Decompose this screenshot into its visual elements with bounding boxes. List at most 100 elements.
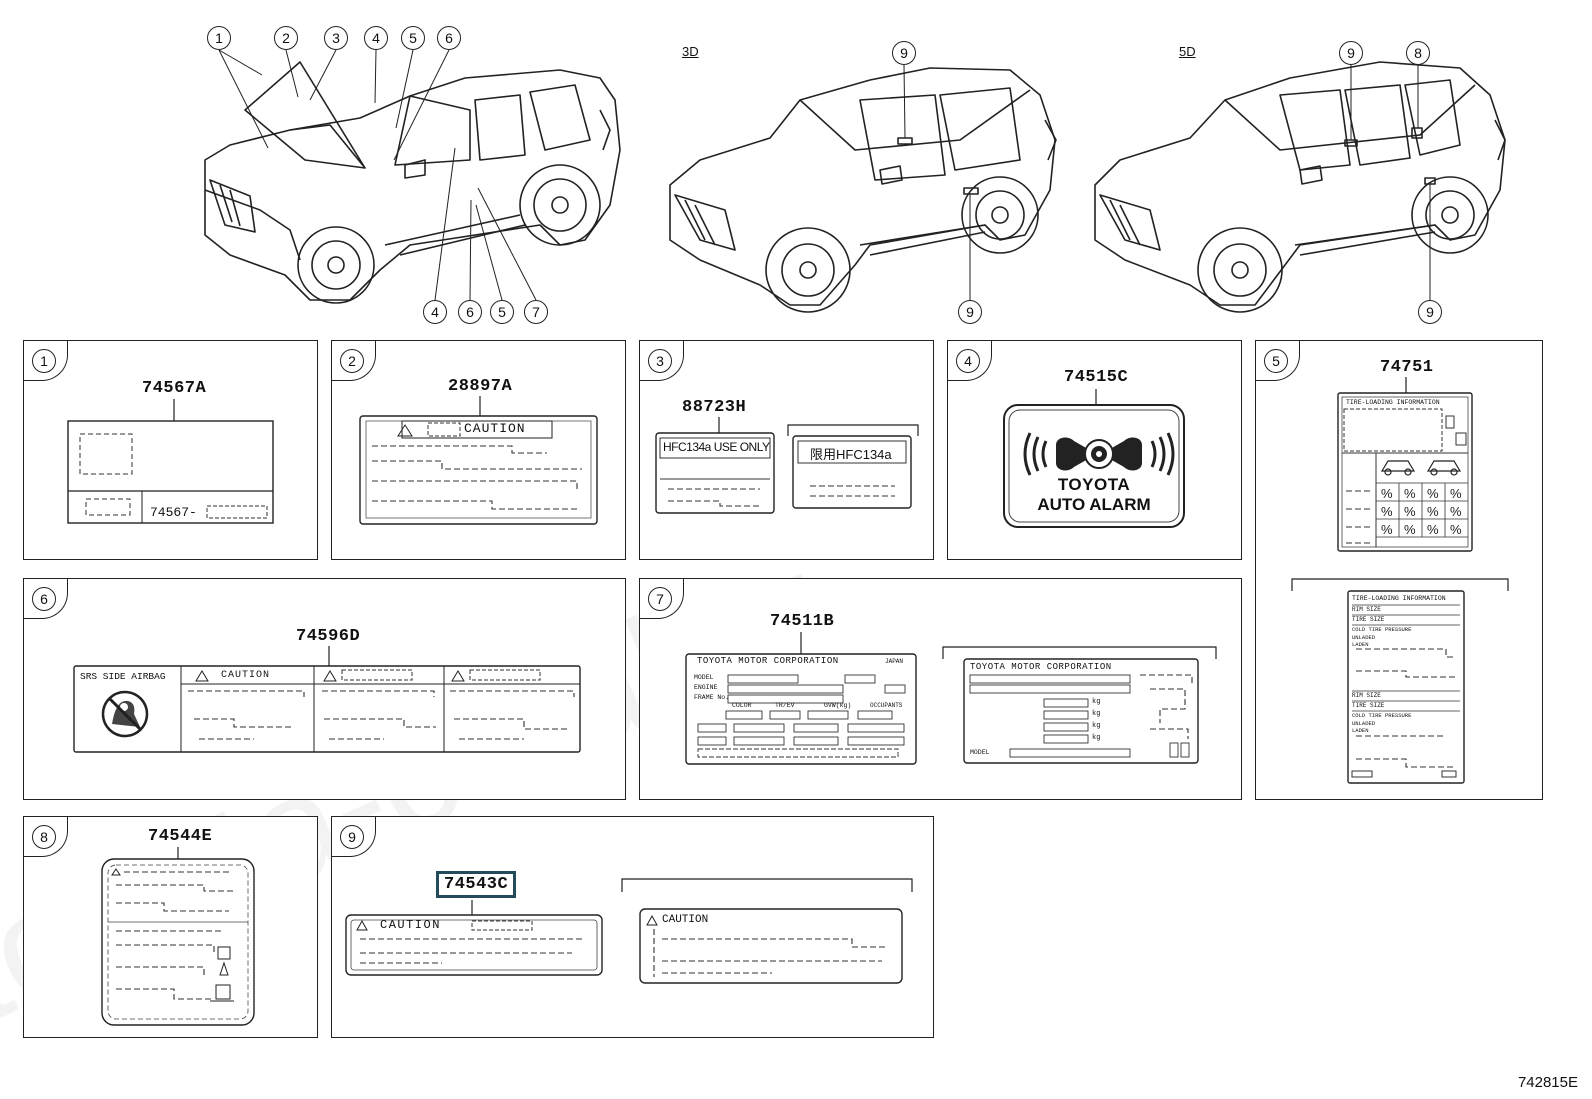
part-number-74543C[interactable]: 74543C — [436, 871, 517, 898]
panel-1[interactable]: 1 74567A 74567- — [23, 340, 318, 560]
panel-9[interactable]: 9 74543C CAUTION CAUTION — [331, 816, 934, 1038]
panel-6[interactable]: 6 74596D SRS SIDE AIRBAG CAUTI — [23, 578, 626, 800]
part-number-74596D[interactable]: 74596D — [296, 627, 361, 646]
label-74543C-caution-left: CAUTION — [380, 918, 441, 932]
panel-7[interactable]: 7 74511B TOYOTA MOTOR CORPORA — [639, 578, 1242, 800]
label-74751-row-unladed: UNLADED — [1352, 634, 1376, 641]
label-japan: JAPAN — [885, 658, 904, 665]
label-88723H-drawing — [655, 417, 919, 514]
label-74596D-caution: CAUTION — [221, 670, 271, 681]
callout-2[interactable]: 2 — [274, 26, 298, 50]
panel-3[interactable]: 3 88723H HFC134a USE ONLY 限用HFC134a — [639, 340, 934, 560]
vehicle-3d-illustration — [669, 67, 1057, 313]
label-model-right: MODEL — [970, 749, 990, 756]
callout-8-5d-top[interactable]: 8 — [1406, 41, 1430, 65]
label-toyota-motor-corp-right: TOYOTA MOTOR CORPORATION — [970, 662, 1112, 672]
svg-text:%: % — [1381, 504, 1393, 519]
label-74751-row-cold: COLD TIRE PRESSURE — [1352, 626, 1412, 633]
svg-text:%: % — [1404, 486, 1416, 501]
callout-9-3d-bottom[interactable]: 9 — [958, 300, 982, 324]
label-toyota: TOYOTA — [1057, 475, 1131, 494]
label-74751-row-tire-2: TIRE SIZE — [1352, 702, 1385, 709]
label-model-field: MODEL — [694, 674, 714, 681]
callout-9-5d-bottom[interactable]: 9 — [1418, 300, 1442, 324]
callout-6-lower[interactable]: 6 — [458, 300, 482, 324]
svg-text:%: % — [1404, 504, 1416, 519]
vehicle-illustrations — [204, 49, 1506, 313]
vehicle-main-illustration — [204, 61, 621, 304]
label-kg-1: kg — [1092, 698, 1101, 706]
panel-2[interactable]: 2 28897A CAUTION — [331, 340, 626, 560]
label-srs-side-airbag: SRS SIDE AIRBAG — [80, 671, 166, 682]
label-kg-2: kg — [1092, 710, 1101, 718]
label-74543C-drawing — [345, 878, 913, 984]
part-number-28897A[interactable]: 28897A — [448, 377, 513, 396]
callout-4-lower[interactable]: 4 — [423, 300, 447, 324]
label-74751-drawing: %%%% %%%% %%%% — [1291, 377, 1509, 784]
label-74544E-drawing — [101, 847, 255, 1026]
svg-text:%: % — [1404, 522, 1416, 537]
callout-6[interactable]: 6 — [437, 26, 461, 50]
label-gvw-col: GVW(kg) — [824, 702, 852, 709]
callout-5-lower[interactable]: 5 — [490, 300, 514, 324]
panel-number-5: 5 — [1256, 341, 1300, 381]
svg-text:%: % — [1450, 504, 1462, 519]
panel-number-8: 8 — [24, 817, 68, 857]
svg-text:%: % — [1427, 504, 1439, 519]
label-toyota-motor-corp: TOYOTA MOTOR CORPORATION — [697, 656, 839, 666]
label-engine-field: ENGINE — [694, 684, 718, 691]
child-seat-icon — [210, 946, 234, 1002]
label-hfc134a-cn: 限用HFC134a — [810, 447, 892, 462]
label-kg-4: kg — [1092, 734, 1101, 742]
label-74751-bottom-title: TIRE-LOADING INFORMATION — [1352, 595, 1446, 602]
panel-number-9: 9 — [332, 817, 376, 857]
svg-text:%: % — [1427, 486, 1439, 501]
callout-9-5d-top[interactable]: 9 — [1339, 41, 1363, 65]
callout-1[interactable]: 1 — [207, 26, 231, 50]
callout-5[interactable]: 5 — [401, 26, 425, 50]
label-74751-top-title: TIRE-LOADING INFORMATION — [1346, 399, 1440, 406]
label-74511B-drawing — [685, 632, 1217, 765]
label-28897A-caution: CAUTION — [464, 421, 526, 436]
label-74596D-drawing — [73, 646, 581, 753]
label-74751-row-laden: LADEN — [1352, 641, 1369, 648]
vehicle-5d-illustration — [1094, 61, 1506, 313]
vehicle-side-icons — [1380, 460, 1462, 476]
label-74751-row-rim: RIM SIZE — [1352, 606, 1381, 613]
label-28897A-drawing — [359, 396, 598, 525]
label-74751-row-unladed-2: UNLADED — [1352, 720, 1376, 727]
callout-4[interactable]: 4 — [364, 26, 388, 50]
part-number-74515C[interactable]: 74515C — [1064, 368, 1129, 387]
panel-4[interactable]: 4 74515C TOYOTA AUTO ALARM — [947, 340, 1242, 560]
callout-7-lower[interactable]: 7 — [524, 300, 548, 324]
label-color-col: COLOR — [732, 702, 752, 709]
svg-text:%: % — [1450, 522, 1462, 537]
panel-8[interactable]: 8 74544E — [23, 816, 318, 1038]
panel-5[interactable]: 5 74751 %%%% %%%% %%%% — [1255, 340, 1543, 800]
label-74751-row-cold-2: COLD TIRE PRESSURE — [1352, 712, 1412, 719]
label-74751-row-laden-2: LADEN — [1352, 727, 1369, 734]
svg-text:%: % — [1381, 522, 1393, 537]
callout-3[interactable]: 3 — [324, 26, 348, 50]
part-number-74567A[interactable]: 74567A — [142, 379, 207, 398]
label-occupants-col: OCCUPANTS — [870, 702, 903, 709]
part-number-74751[interactable]: 74751 — [1380, 358, 1434, 377]
label-74515C-drawing — [1003, 389, 1185, 528]
panel-number-6: 6 — [24, 579, 68, 619]
label-74567A-drawing — [67, 399, 274, 524]
callout-9-3d-top[interactable]: 9 — [892, 41, 916, 65]
no-child-seat-icon — [101, 690, 149, 738]
svg-text:%: % — [1381, 486, 1393, 501]
svg-text:%: % — [1450, 486, 1462, 501]
panel-number-3: 3 — [640, 341, 684, 381]
part-number-88723H[interactable]: 88723H — [682, 398, 747, 417]
svg-text:%: % — [1427, 522, 1439, 537]
label-74751-row-tire: TIRE SIZE — [1352, 616, 1385, 623]
diagram-reference-number: 742815E — [1517, 1074, 1578, 1091]
variant-label-5d: 5D — [1179, 44, 1196, 59]
alarm-horn-icon — [1023, 432, 1175, 476]
label-frame-field: FRAME No. — [694, 694, 730, 701]
part-number-74544E[interactable]: 74544E — [148, 827, 213, 846]
part-number-74511B[interactable]: 74511B — [770, 612, 835, 631]
